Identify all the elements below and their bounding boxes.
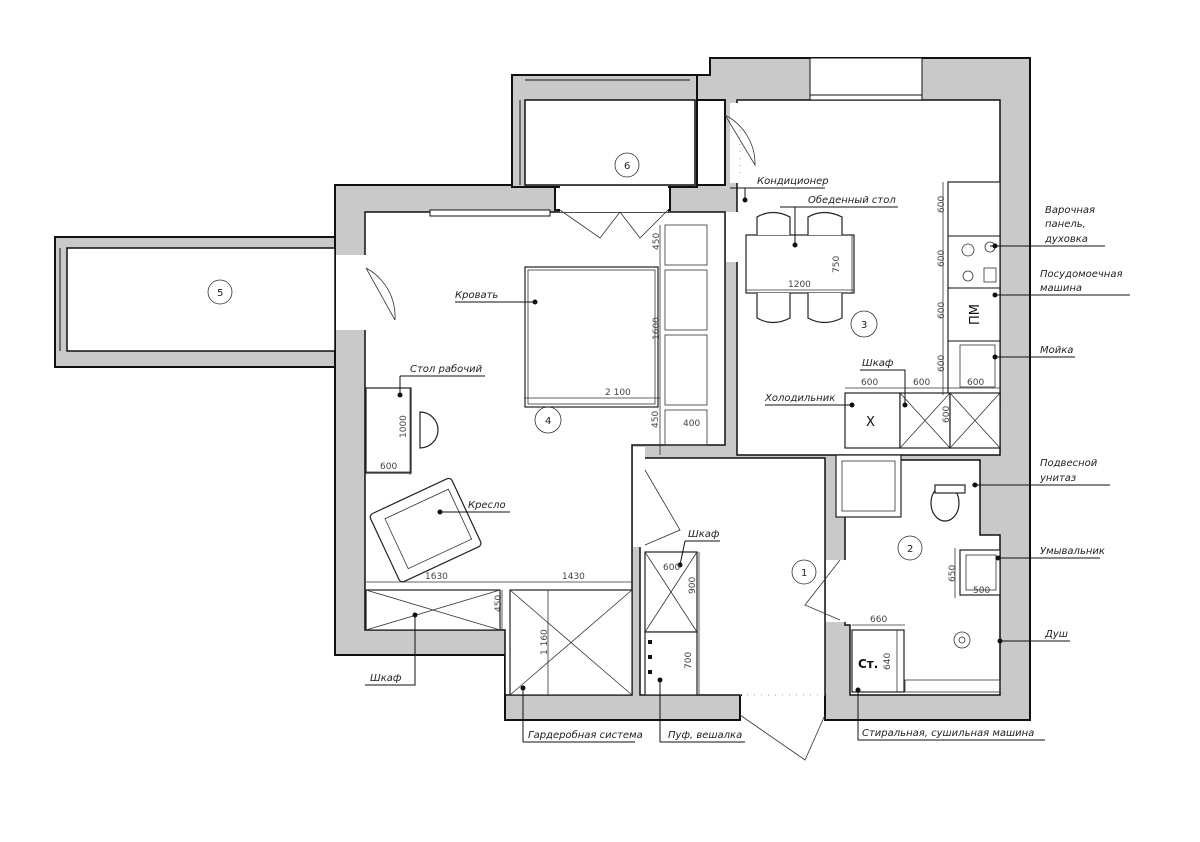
label-bedroom-cabinet: Шкаф (370, 673, 402, 684)
label-kitchen-cabinet: Шкаф (862, 358, 894, 369)
dim-hall-cabinet-width: 600 (663, 563, 680, 573)
balcony-5 (66, 247, 336, 352)
room-badge-4 (534, 406, 562, 434)
label-hall-cabinet: Шкаф (688, 529, 720, 540)
dim-desk-depth: 600 (380, 462, 397, 472)
labels: Кондиционер Обеденный стол Варочная пане… (370, 176, 1123, 741)
cabinets (365, 551, 698, 696)
dim-cabinet-depth-450: 450 (494, 595, 504, 612)
room-number-4: 4 (545, 416, 551, 427)
label-dishwasher-2: машина (1040, 283, 1082, 294)
dim-cabinet-depth: 600 (942, 406, 952, 423)
room-badge-1 (791, 559, 817, 585)
dim-hall-cabinet-height: 900 (688, 577, 698, 594)
dim-wall-a: 1630 (425, 572, 448, 582)
label-armchair: Кресло (468, 500, 506, 511)
label-toilet: Подвесной (1040, 458, 1098, 469)
bathroom-fixtures (835, 454, 1001, 693)
dim-counter-2: 600 (937, 250, 947, 267)
label-hob: Варочная (1045, 205, 1095, 216)
dimension-lines (366, 182, 1000, 695)
dim-pouf-height: 700 (684, 652, 694, 669)
dim-desk-length: 1000 (399, 415, 409, 438)
dim-wardrobe-depth: 1 160 (540, 629, 550, 655)
label-hob-2: панель, (1045, 219, 1086, 230)
label-sink: Мойка (1040, 345, 1073, 356)
leader-dots (397, 197, 1003, 693)
room-badge-2 (897, 535, 923, 561)
dining-set (745, 211, 855, 324)
dim-sink-width: 600 (967, 378, 984, 388)
room-number-6: 6 (624, 161, 630, 172)
room-badge-3 (850, 310, 878, 338)
dim-bed-length: 2 100 (605, 388, 631, 398)
washer-mark: Ст. (858, 657, 878, 671)
armchair (369, 477, 482, 583)
bed (524, 224, 708, 446)
label-washer: Стиральная, сушильная машина (862, 728, 1034, 739)
leader-lines (365, 187, 1130, 743)
label-washbasin: Умывальник (1040, 546, 1105, 557)
label-hob-3: духовка (1044, 234, 1088, 245)
dim-bed-width: 1600 (652, 317, 662, 340)
label-air-conditioner: Кондиционер (757, 176, 829, 187)
room-number-2: 2 (907, 544, 913, 555)
dim-fridge-width: 600 (861, 378, 878, 388)
room-number-3: 3 (861, 320, 867, 331)
dim-bed-top-gap: 450 (652, 233, 662, 250)
dim-wall-b: 1430 (562, 572, 585, 582)
dim-shower-width: 660 (870, 615, 887, 625)
label-desk: Стол рабочий (410, 363, 483, 375)
room-badge-6 (614, 152, 640, 178)
label-toilet-2: унитаз (1039, 473, 1076, 484)
balcony-6 (524, 99, 696, 186)
doors (365, 114, 841, 761)
desk (365, 387, 439, 474)
dim-table-width: 750 (832, 256, 842, 273)
label-dining-table: Обеденный стол (808, 194, 896, 206)
dim-table-length: 1200 (788, 280, 811, 290)
kitchen-counter (844, 181, 1001, 449)
dim-cabinet-width: 600 (913, 378, 930, 388)
room-badge-5 (207, 279, 233, 305)
label-dishwasher: Посудомоечная (1040, 269, 1123, 280)
dim-basin-width: 500 (973, 586, 990, 596)
room-number-1: 1 (801, 568, 807, 579)
dim-counter-4: 600 (937, 355, 947, 372)
windows (59, 57, 923, 351)
dimension-values: 450 1600 2 100 450 400 1200 750 600 600 … (380, 196, 990, 670)
dim-bed-bottom-gap: 450 (651, 411, 661, 428)
dim-basin-height: 650 (948, 565, 958, 582)
dim-counter-3: 600 (937, 302, 947, 319)
dim-nightstand: 400 (683, 419, 700, 429)
label-shower: Душ (1044, 629, 1068, 640)
label-bed: Кровать (455, 290, 498, 301)
label-fridge: Холодильник (764, 393, 835, 404)
dim-washer-width: 640 (883, 653, 893, 670)
dim-counter-1: 600 (937, 196, 947, 213)
label-pouf: Пуф, вешалка (668, 730, 742, 741)
fridge-mark: X (866, 415, 875, 430)
room-number-5: 5 (217, 288, 223, 299)
dishwasher-mark: ПМ (968, 304, 983, 325)
label-wardrobe-system: Гардеробная система (528, 729, 643, 741)
